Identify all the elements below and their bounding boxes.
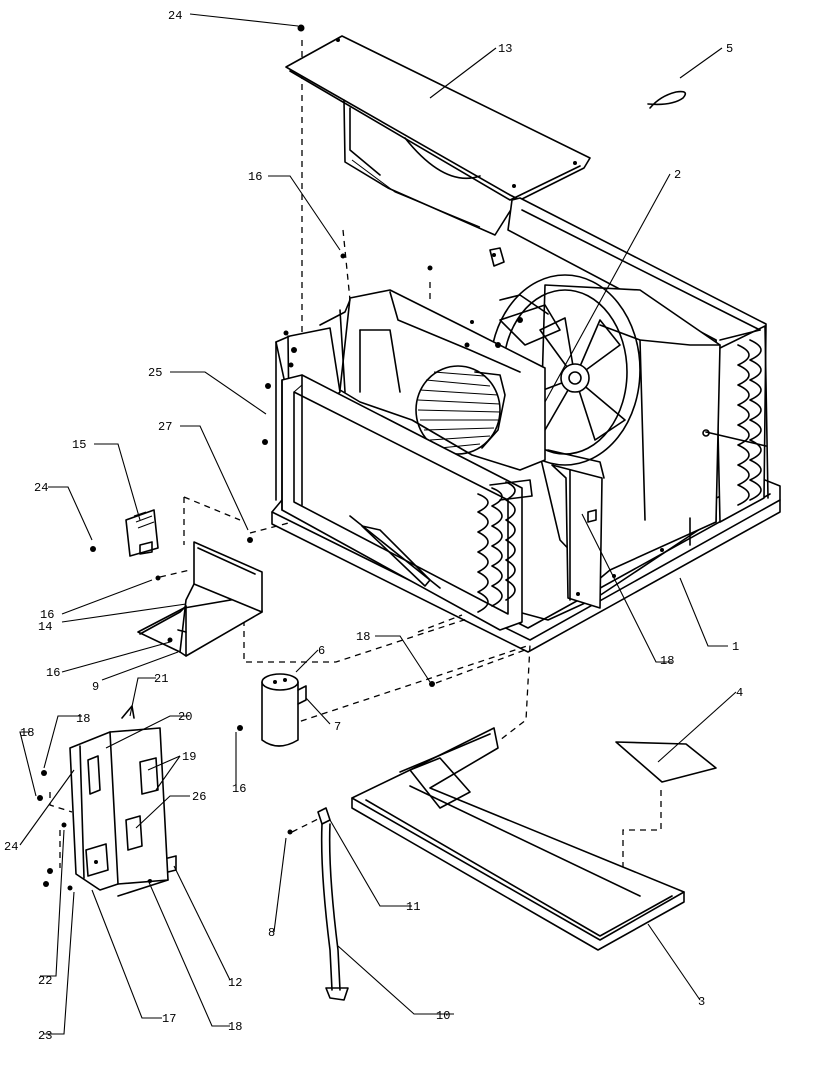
callout-10: 10: [436, 1009, 450, 1023]
callout-26: 26: [192, 790, 206, 804]
callout-11: 11: [406, 900, 420, 914]
callout-24-top: 24: [168, 9, 182, 23]
callout-27: 27: [158, 420, 172, 434]
callout-18-center: 18: [356, 630, 370, 644]
callout-19: 19: [182, 750, 196, 764]
callout-23: 23: [38, 1029, 52, 1043]
callout-13: 13: [498, 42, 512, 56]
callout-16-upper: 16: [248, 170, 262, 184]
top-cover-panel: [285, 35, 591, 236]
callout-22: 22: [38, 974, 52, 988]
condenser-coil: [702, 325, 769, 506]
callout-18-bracket-a: 18: [76, 712, 90, 726]
callout-25: 25: [148, 366, 162, 380]
callout-18-right: 18: [660, 654, 674, 668]
callout-16-left-b: 16: [46, 666, 60, 680]
callout-18-bracket-b: 18: [20, 726, 34, 740]
wire-tie-part-5: [647, 90, 687, 109]
callout-6: 6: [318, 644, 325, 658]
screw-24-top: [297, 24, 305, 32]
callout-7: 7: [334, 720, 341, 734]
callout-14: 14: [38, 620, 52, 634]
leader-lines: [19, 13, 737, 1035]
small-screws: [90, 537, 253, 643]
control-panel-part-15: [125, 509, 159, 557]
blower-wheel: [415, 365, 506, 455]
callout-17: 17: [162, 1012, 176, 1026]
capacitor-part-6: [261, 673, 307, 747]
callout-18-bottom: 18: [228, 1020, 242, 1034]
callout-8: 8: [268, 926, 275, 940]
callout-2: 2: [674, 168, 681, 182]
drain-tube-part-10: [320, 823, 349, 1001]
callout-15: 15: [72, 438, 86, 452]
callout-16-left-a: 16: [40, 608, 54, 622]
base-drain-pan-part-3: [351, 727, 685, 951]
callout-16-capacitor: 16: [232, 782, 246, 796]
callout-24-bracket: 24: [4, 840, 18, 854]
callout-21: 21: [154, 672, 168, 686]
control-box-cover-part-14: [137, 541, 263, 657]
callout-4: 4: [736, 686, 743, 700]
callout-9: 9: [92, 680, 99, 694]
callout-24-left: 24: [34, 481, 48, 495]
main-chassis-base-pan: [271, 197, 781, 653]
callout-5: 5: [726, 42, 733, 56]
callout-labels: 24 13 5 16 2 25 27 15 24 16 14 16 9 18 1…: [4, 9, 743, 1043]
callout-20: 20: [178, 710, 192, 724]
callout-1: 1: [732, 640, 739, 654]
callout-3: 3: [698, 995, 705, 1009]
bracket-part-11: [317, 807, 331, 825]
callout-12: 12: [228, 976, 242, 990]
control-bracket-assembly: [37, 705, 177, 897]
evaporator-coil-part-25: [262, 374, 533, 631]
hidden-assembly-lines: [49, 40, 662, 880]
insulation-sheet-part-4: [615, 741, 717, 783]
